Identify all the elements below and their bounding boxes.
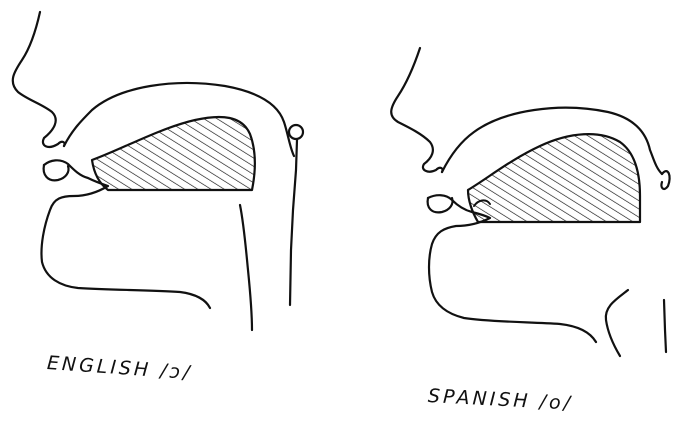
spanish-tongue-hatched — [468, 134, 640, 222]
english-lower-teeth — [44, 165, 69, 180]
spanish-velum — [661, 171, 669, 189]
english-larynx — [240, 205, 252, 330]
spanish-pharynx-wall — [664, 300, 666, 352]
english-uvula — [289, 125, 303, 139]
spanish-lower-teeth — [428, 198, 453, 212]
spanish-face-profile — [391, 48, 442, 172]
spanish-larynx — [606, 290, 628, 356]
english-face-profile — [13, 12, 65, 147]
english-tongue-hatched — [92, 117, 255, 190]
english-pharynx-wall — [290, 140, 297, 305]
